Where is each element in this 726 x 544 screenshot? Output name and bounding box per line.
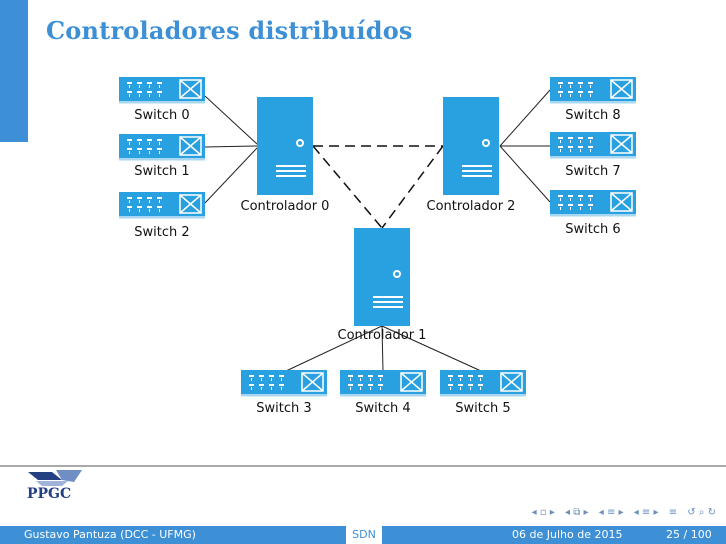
footer-date: 06 de Julho de 2015: [512, 528, 623, 541]
side-accent-bar: [0, 0, 28, 142]
slide-title: Controladores distribuídos: [46, 16, 413, 45]
footer-topic: SDN: [346, 526, 382, 544]
nav-chapter-icon[interactable]: ◂ ≡ ▸: [633, 507, 659, 518]
switch-3-icon: [240, 369, 328, 398]
nav-section-icon[interactable]: ◂ ≡ ▸: [598, 507, 624, 518]
controller-links: [312, 145, 444, 229]
switch-0-icon: [118, 76, 206, 105]
switch-7-label: Switch 7: [565, 164, 620, 179]
network-diagram: Controlador 0 Controlador 2 Controlador …: [0, 76, 726, 467]
footer-author: Gustavo Pantuza (DCC - UFMG): [24, 528, 196, 541]
controller-2-label: Controlador 2: [427, 199, 516, 214]
switch-8-icon: [549, 76, 637, 105]
ppgc-logo-text: PPGC: [27, 486, 72, 502]
switch-6-icon: [549, 189, 637, 218]
switch-0-label: Switch 0: [134, 108, 189, 123]
switch-5-label: Switch 5: [455, 401, 510, 416]
switch-2-icon: [118, 191, 206, 220]
controller-2-server-icon: [443, 97, 499, 195]
switch-links: [204, 89, 551, 372]
switch-1-label: Switch 1: [134, 164, 189, 179]
controller-0-label: Controlador 0: [241, 199, 330, 214]
controller-0-server-icon: [257, 97, 313, 195]
nav-frame-icon[interactable]: ◂ ▫ ▸: [531, 507, 555, 518]
switch-7-icon: [549, 131, 637, 160]
switch-6-label: Switch 6: [565, 222, 620, 237]
switch-8-label: Switch 8: [565, 108, 620, 123]
nav-subsection-icon[interactable]: ◂ ⧉ ▸: [565, 507, 589, 518]
footer-page-number: 25 / 100: [666, 528, 712, 541]
switch-4-icon: [339, 369, 427, 398]
footer-bar: Gustavo Pantuza (DCC - UFMG) SDN 06 de J…: [0, 526, 726, 544]
beamer-navigation[interactable]: ◂ ▫ ▸ ◂ ⧉ ▸ ◂ ≡ ▸ ◂ ≡ ▸ ≡ ↺ ⌕ ↻: [525, 507, 716, 518]
switch-2-label: Switch 2: [134, 225, 189, 240]
switch-5-icon: [439, 369, 527, 398]
controller-1-server-icon: [354, 228, 410, 326]
nav-outline-icon[interactable]: ≡: [668, 507, 678, 518]
switch-4-label: Switch 4: [355, 401, 410, 416]
switch-3-label: Switch 3: [256, 401, 311, 416]
controller-1-label: Controlador 1: [338, 328, 427, 343]
switch-1-icon: [118, 133, 206, 162]
ppgc-logo-icon: [28, 470, 82, 486]
nav-search-icon[interactable]: ↺ ⌕ ↻: [687, 507, 716, 518]
